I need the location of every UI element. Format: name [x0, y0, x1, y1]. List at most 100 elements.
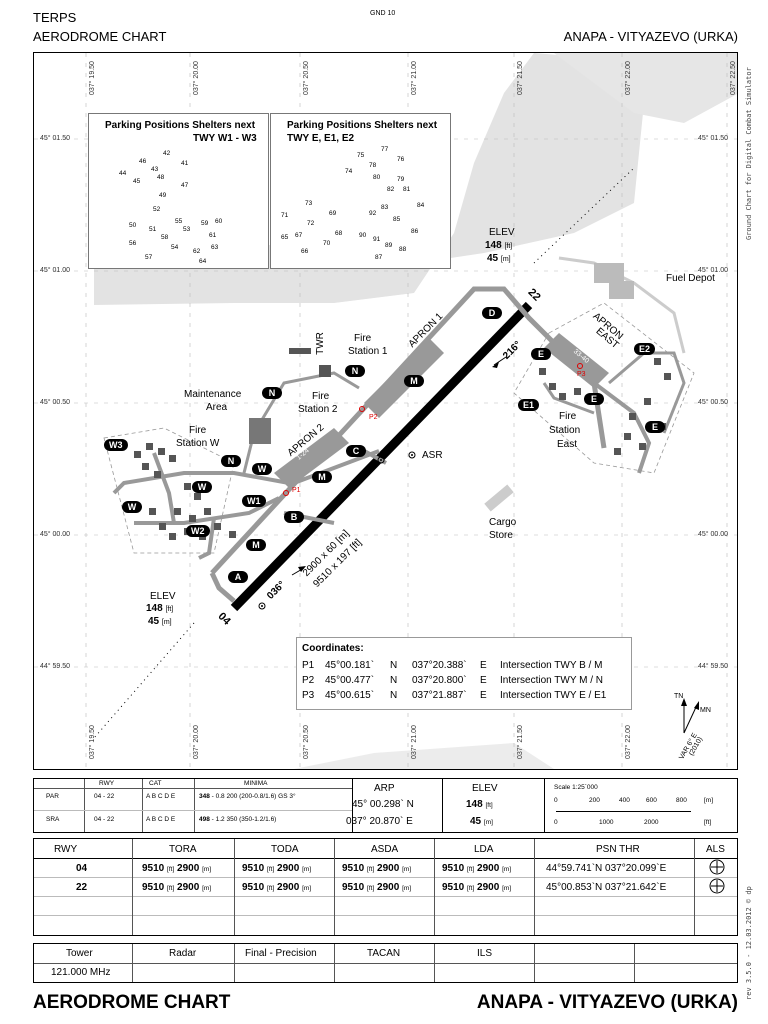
comms-hdr-tower: Tower — [66, 948, 93, 959]
comms-hdr-radar: Radar — [169, 948, 197, 959]
elev-table-label: ELEV — [472, 783, 498, 794]
arp-lat: 45° 00.298` N — [352, 799, 414, 810]
parking-inset-west-title: Parking Positions Shelters next — [105, 120, 256, 131]
taxiway-n-2: N — [262, 387, 282, 399]
point-p1-label: P1 — [292, 487, 301, 494]
parking-inset-west-numbers: 42 46 41 44 43 48 45 47 49 52 50 51 55 5… — [119, 150, 223, 265]
lon-label-bottom-2: 037° 20.00 — [193, 725, 200, 759]
fire-station-w-label-a: Fire — [189, 425, 207, 436]
magnetic-north-label: MN — [700, 707, 711, 714]
lat-label-3: 45° 00.50 — [40, 399, 71, 406]
minima-hdr-cat: CAT — [149, 780, 162, 787]
rwy-row2-psn: 45°00.853`N 037°21.642`E — [546, 882, 667, 893]
comms-hdr-final-precision: Final - Precision — [245, 948, 317, 959]
runway-04-22 — [230, 301, 533, 612]
runway-table: RWY TORA TODA ASDA LDA PSN THR ALS 04 95… — [33, 838, 738, 936]
lat-label-4: 45° 00.00 — [40, 531, 71, 538]
chart-type-label: TERPS — [33, 10, 77, 25]
elev-value-ne: 148 [ft] — [485, 240, 513, 251]
minima-par-rwy: 04 - 22 — [94, 793, 115, 800]
aerodrome-map: 037° 19.50 037° 20.00 037° 20.50 037° 21… — [33, 52, 738, 770]
scale-label: Scale 1:25`000 — [554, 784, 598, 791]
lat-label-2: 45° 01.00 — [40, 267, 71, 274]
airport-name-bottom: ANAPA - VITYAZEVO (URKA) — [476, 992, 738, 1013]
taxiway-e-1: E — [531, 348, 551, 360]
minima-par-type: PAR — [46, 793, 59, 800]
tower-frequency: 121.000 MHz — [51, 967, 111, 978]
revision-note: rev 3.5.0 - 12.03.2012 © dp — [745, 886, 753, 1000]
als-icon-04 — [709, 859, 725, 878]
scale-m-unit: [m] — [704, 797, 714, 804]
parking-inset-east-title: Parking Positions Shelters next — [287, 120, 438, 131]
parking-inset-west: Parking Positions Shelters next TWY W1 -… — [88, 113, 269, 269]
terrain-area-south — [294, 743, 554, 769]
lat-label-right-3: 45° 00.50 — [698, 399, 729, 406]
lon-label-bottom-5: 037° 21.50 — [517, 725, 524, 759]
rwy-row1-id: 04 — [76, 863, 88, 874]
lat-label-right-5: 44° 59.50 — [698, 663, 729, 670]
comms-hdr-ils: ILS — [477, 948, 493, 959]
maintenance-label-a: Maintenance — [184, 389, 242, 400]
taxiway-c: C — [346, 445, 366, 457]
rwy-hdr-als: ALS — [706, 844, 725, 855]
fire-station-2-label-b: Station 2 — [298, 404, 338, 415]
taxiway-e-3: E — [645, 421, 665, 433]
lat-label-right-2: 45° 01.00 — [698, 267, 729, 274]
airport-name-top: ANAPA - VITYAZEVO (URKA) — [563, 29, 738, 44]
elev-table-m: 45 [m] — [470, 816, 493, 827]
rwy-row2-toda: 9510 [ft] 2900 [m] — [242, 882, 312, 893]
lat-label-right-4: 45° 00.00 — [698, 531, 729, 538]
scale-m-600: 600 — [646, 797, 657, 804]
taxiway-n-3: N — [221, 455, 241, 467]
lon-label-7: 037° 22.50 — [730, 61, 737, 95]
taxiway-b: B — [284, 511, 304, 523]
scale-ft-1000: 1000 — [599, 819, 614, 826]
taxiway-w3: W3 — [104, 439, 128, 451]
asr-label: ASR — [422, 450, 443, 461]
parking-inset-east: Parking Positions Shelters next TWY E, E… — [270, 113, 451, 269]
rwy-hdr-toda: TODA — [271, 844, 299, 855]
minima-par-value: 348 - 0.8 200 (200-0.8/1.6) GS 3° — [199, 793, 296, 800]
cargo-label-b: Store — [489, 530, 513, 541]
scale-m-200: 200 — [589, 797, 600, 804]
minima-par-cat: A B C D E — [146, 793, 176, 800]
fire-station-2-label-a: Fire — [312, 391, 330, 402]
parking-inset-west-subtitle: TWY W1 - W3 — [193, 133, 257, 144]
rwy-hdr-lda: LDA — [474, 844, 494, 855]
coordinates-title: Coordinates: — [302, 643, 364, 654]
lon-label-3: 037° 20.50 — [303, 61, 310, 95]
coord-row-p1: P1 45°00.181` N 037°20.388` E Intersecti… — [302, 660, 603, 671]
scale-ft-2000: 2000 — [644, 819, 659, 826]
parking-inset-east-subtitle: TWY E, E1, E2 — [287, 133, 355, 144]
rwy-row2-asda: 9510 [ft] 2900 [m] — [342, 882, 412, 893]
lon-label-bottom-4: 037° 21.00 — [411, 725, 418, 759]
minima-sra-cat: A B C D E — [146, 816, 176, 823]
comms-table: Tower Radar Final - Precision TACAN ILS … — [33, 943, 738, 983]
arp-lon: 037° 20.870` E — [346, 816, 413, 827]
rwy-row1-psn: 44°59.741`N 037°20.099`E — [546, 863, 667, 874]
taxiway-w1: W1 — [242, 495, 266, 507]
point-p3-label: P3 — [577, 371, 586, 378]
lon-label-1: 037° 19.50 — [89, 61, 96, 95]
tower-label: TWR — [314, 332, 326, 355]
fire-station-w-label-b: Station W — [176, 438, 220, 449]
fire-station-e-label-a: Fire — [559, 411, 577, 422]
taxiway-m-2: M — [312, 471, 332, 483]
fuel-depot-label: Fuel Depot — [666, 273, 715, 284]
parking-inset-east-numbers: 77 75 76 78 74 80 79 82 81 73 92 83 84 8… — [281, 146, 425, 261]
scale-m-800: 800 — [676, 797, 687, 804]
maintenance-label-b: Area — [206, 402, 228, 413]
page-code: GND 10 — [370, 10, 396, 17]
minima-hdr-minima: MINIMA — [244, 780, 268, 787]
lon-label-4: 037° 21.00 — [411, 61, 418, 95]
minima-hdr-rwy: RWY — [99, 780, 115, 787]
terrain-area-north — [94, 53, 644, 305]
taxiway-w-2: W — [192, 481, 212, 493]
lon-label-bottom-1: 037° 19.50 — [89, 725, 96, 759]
elev-value-sw: 148 [ft] — [146, 603, 174, 614]
taxiway-n-1: N — [345, 365, 365, 377]
rwy-row2-id: 22 — [76, 882, 88, 893]
elev-m-ne: 45 [m] — [487, 253, 511, 264]
minima-sra-rwy: 04 - 22 — [94, 816, 115, 823]
lat-label-right-1: 45° 01.50 — [698, 135, 729, 142]
